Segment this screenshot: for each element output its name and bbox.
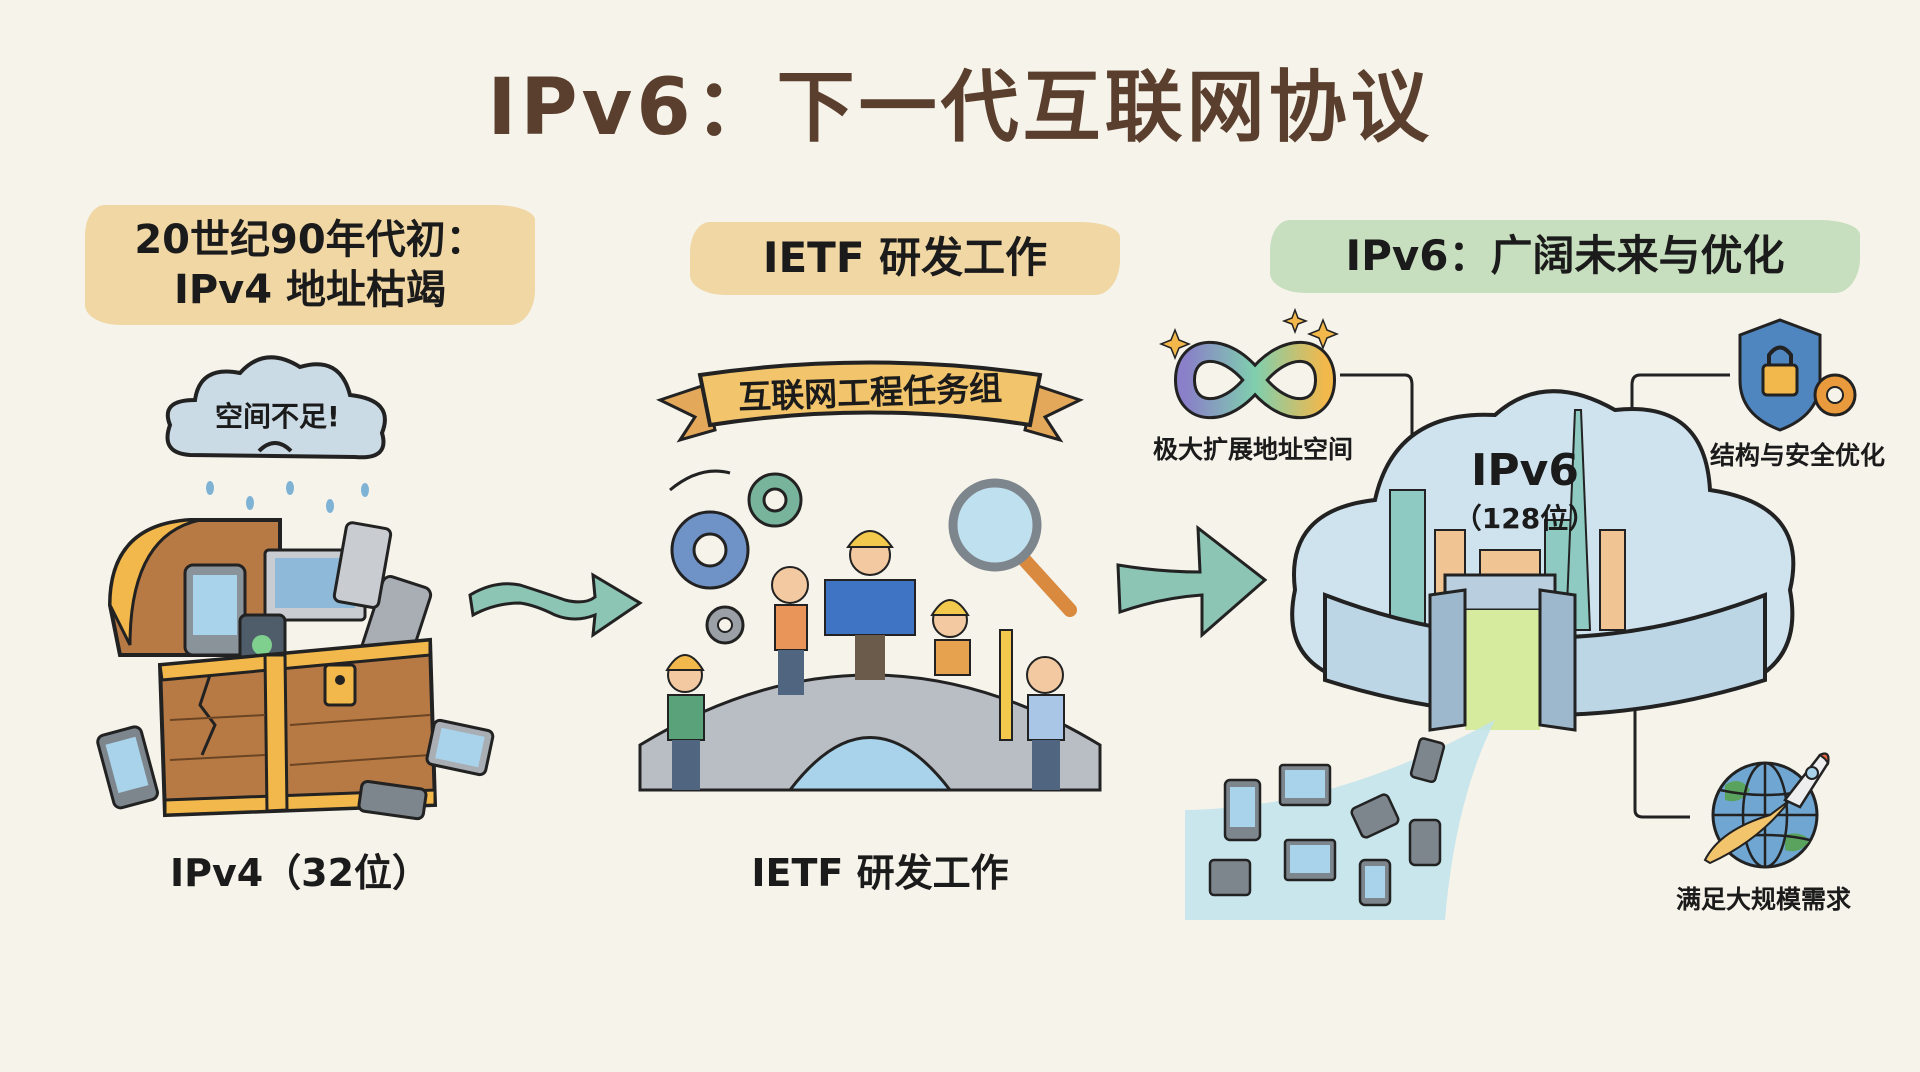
device-stream-illustration — [1185, 720, 1495, 920]
section-heading-ietf: IETF 研发工作 — [690, 222, 1120, 295]
engineer-figure — [930, 599, 971, 676]
wavy-arrow-icon — [468, 572, 643, 639]
gear-blue-icon — [670, 510, 750, 590]
big-arrow-icon — [1116, 524, 1268, 639]
section-heading-ipv4: 20世纪90年代初： IPv4 地址枯竭 — [85, 205, 535, 325]
heading-line-2: IPv4 地址枯竭 — [173, 267, 447, 313]
overflowing-chest-icon — [96, 518, 495, 821]
infinity-icon — [1158, 307, 1340, 420]
engineer-figure — [1026, 656, 1065, 790]
ribbon-banner-text: 互联网工程任务组 — [737, 368, 1003, 417]
ribbon-banner — [656, 360, 1084, 443]
ipv6-cloud-city — [1290, 389, 1796, 732]
rain-drops-icon — [206, 481, 369, 513]
gear-green-icon — [747, 472, 803, 528]
cloud-text: 空间不足! — [215, 400, 340, 433]
heading-line-1: 20世纪90年代初： — [134, 217, 486, 263]
ietf-caption: IETF 研发工作 — [751, 851, 1009, 895]
section-heading-ipv6: IPv6：广阔未来与优化 — [1270, 220, 1860, 293]
feature-label-scale: 满足大规模需求 — [1676, 885, 1852, 914]
frown-icon — [257, 441, 293, 453]
engineers-bridge-illustration — [638, 469, 1102, 792]
sad-cloud-icon — [165, 355, 387, 460]
shield-lock-icon — [1738, 318, 1857, 432]
feature-label-address-space: 极大扩展地址空间 — [1153, 435, 1354, 464]
globe-rocket-icon — [1703, 752, 1830, 869]
feature-label-security: 结构与安全优化 — [1710, 441, 1886, 470]
engineer-figure — [771, 566, 809, 695]
engineer-figure — [824, 530, 916, 680]
ipv4-caption: IPv4（32位） — [169, 851, 431, 895]
magnifier-icon — [948, 478, 1077, 617]
cloud-subtitle: （128位） — [1453, 502, 1597, 535]
cloud-title: IPv6 — [1471, 445, 1579, 496]
page-title: IPv6：下一代互联网协议 — [487, 63, 1433, 153]
engineer-figure — [665, 654, 705, 790]
gear-gray-icon — [705, 605, 745, 645]
